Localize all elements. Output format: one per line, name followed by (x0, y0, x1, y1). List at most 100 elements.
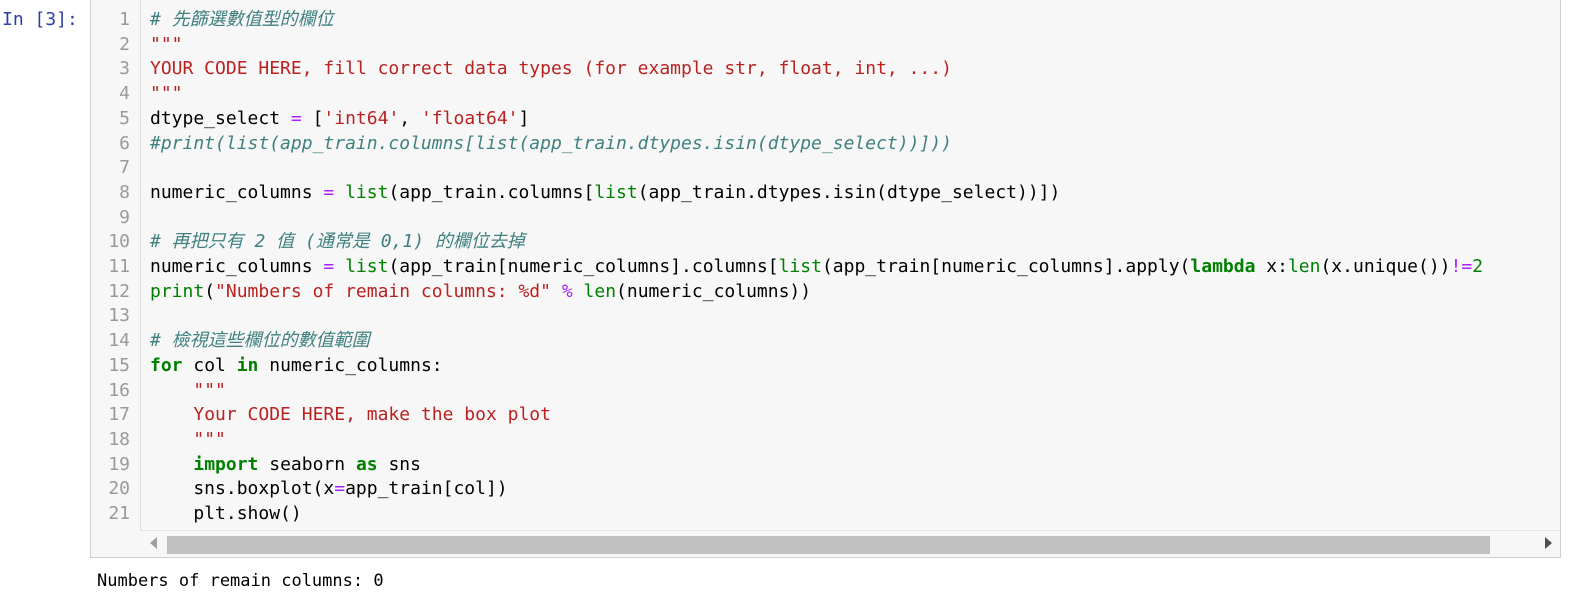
code-token: YOUR CODE HERE, fill correct data types … (150, 58, 952, 80)
code-token (334, 256, 345, 277)
code-token: % (561, 280, 573, 302)
scroll-left-icon[interactable] (150, 537, 157, 549)
code-token: (x.unique()) (1320, 256, 1451, 277)
code-token: ] (518, 107, 530, 129)
code-token: list (345, 181, 389, 203)
code-token: = (323, 181, 335, 203)
code-token: != (1450, 256, 1473, 277)
code-line: """ (150, 33, 183, 58)
code-token: # 再把只有 2 值 (通常是 0,1) 的欄位去掉 (150, 231, 525, 253)
line-number: 16 (108, 379, 130, 401)
cell-output: Numbers of remain columns: 0 (97, 571, 384, 591)
code-token: sns.boxplot(x (150, 478, 335, 500)
line-number: 4 (119, 83, 130, 105)
code-token: """ (193, 428, 226, 450)
code-token: numeric_columns: (258, 354, 443, 376)
horizontal-scrollbar[interactable] (140, 530, 1560, 557)
code-token (150, 454, 193, 475)
line-number: 18 (108, 428, 130, 450)
code-token: seaborn (258, 453, 356, 475)
code-token: , (399, 107, 421, 129)
line-number: 14 (108, 330, 130, 352)
code-line: """ (150, 82, 183, 107)
line-number: 21 (108, 503, 130, 524)
code-token: numeric_columns (150, 181, 324, 203)
code-token: list (778, 256, 822, 277)
code-token: (app_train[numeric_columns].apply( (821, 256, 1191, 277)
line-number: 2 (119, 33, 130, 55)
code-token: [ (301, 107, 324, 129)
code-line: #print(list(app_train.columns[list(app_t… (150, 132, 952, 157)
code-line: """ (150, 379, 226, 404)
code-line: for col in numeric_columns: (150, 354, 443, 379)
code-token: #print(list(app_train.columns[list(app_t… (150, 132, 952, 154)
code-token: 'float64' (420, 107, 519, 129)
code-token (150, 404, 193, 425)
scroll-right-icon[interactable] (1545, 537, 1552, 549)
code-token: """ (150, 33, 183, 55)
code-token: Your CODE HERE, make the box plot (193, 404, 551, 426)
code-line: dtype_select = ['int64', 'float64'] (150, 107, 529, 132)
code-token (150, 380, 193, 401)
code-token: lambda (1190, 256, 1256, 277)
code-token: (app_train.columns[ (388, 181, 595, 203)
code-token (334, 182, 345, 203)
code-token: (app_train.dtypes.isin(dtype_select))]) (637, 181, 1061, 203)
code-line: YOUR CODE HERE, fill correct data types … (150, 57, 952, 82)
line-number: 10 (108, 231, 130, 253)
code-token: 2 (1472, 256, 1484, 277)
code-token: 'int64' (323, 107, 400, 129)
code-line: plt.show() (150, 502, 302, 527)
code-token: # 檢視這些欄位的數值範圍 (150, 330, 370, 352)
cell-prompt: In [3]: (2, 9, 78, 30)
code-line: print("Numbers of remain columns: %d" % … (150, 280, 811, 305)
code-token (573, 281, 584, 302)
code-line: # 先篩選數值型的欄位 (150, 8, 334, 33)
code-token: in (236, 354, 259, 376)
code-token: plt.show() (150, 503, 302, 524)
code-line: import seaborn as sns (150, 453, 421, 478)
code-token: = (334, 478, 346, 500)
line-number: 11 (108, 256, 130, 277)
code-token: "Numbers of remain columns: %d" (215, 280, 551, 302)
code-line: numeric_columns = list(app_train[numeric… (150, 255, 1483, 280)
code-token: x: (1255, 256, 1288, 277)
code-token: print (150, 280, 205, 302)
line-number: 1 (119, 9, 130, 30)
line-number: 15 (108, 354, 130, 376)
code-token: """ (193, 379, 226, 401)
code-token: (app_train[numeric_columns].columns[ (388, 256, 779, 277)
code-token: numeric_columns (150, 256, 324, 277)
line-number: 3 (119, 58, 130, 80)
code-token: len (583, 280, 617, 302)
line-number: 12 (108, 280, 130, 302)
code-token: """ (150, 83, 183, 105)
code-token: ( (204, 280, 216, 302)
line-number: 17 (108, 404, 130, 426)
code-token: len (1287, 256, 1321, 277)
code-token: col (182, 354, 237, 376)
line-number: 7 (119, 157, 130, 179)
line-number: 19 (108, 453, 130, 475)
code-token: list (345, 256, 389, 277)
scrollbar-thumb[interactable] (167, 536, 1490, 554)
code-line: numeric_columns = list(app_train.columns… (150, 181, 1060, 206)
code-line: sns.boxplot(x=app_train[col]) (150, 477, 508, 502)
code-token: # 先篩選數值型的欄位 (150, 9, 334, 30)
code-token (551, 281, 562, 302)
code-token (150, 429, 193, 450)
line-number: 9 (119, 206, 130, 228)
code-line: Your CODE HERE, make the box plot (150, 403, 551, 428)
code-token: dtype_select (150, 107, 291, 129)
code-line: # 再把只有 2 值 (通常是 0,1) 的欄位去掉 (150, 230, 525, 255)
code-editor[interactable]: # 先篩選數值型的欄位 """ YOUR CODE HERE, fill corre… (150, 0, 1560, 531)
line-number: 5 (119, 107, 130, 129)
code-token: = (290, 107, 302, 129)
code-token: app_train[col]) (345, 478, 508, 500)
code-token: for (150, 354, 183, 376)
line-number: 13 (108, 305, 130, 327)
code-token: (numeric_columns)) (616, 280, 812, 302)
code-token: = (323, 256, 335, 277)
